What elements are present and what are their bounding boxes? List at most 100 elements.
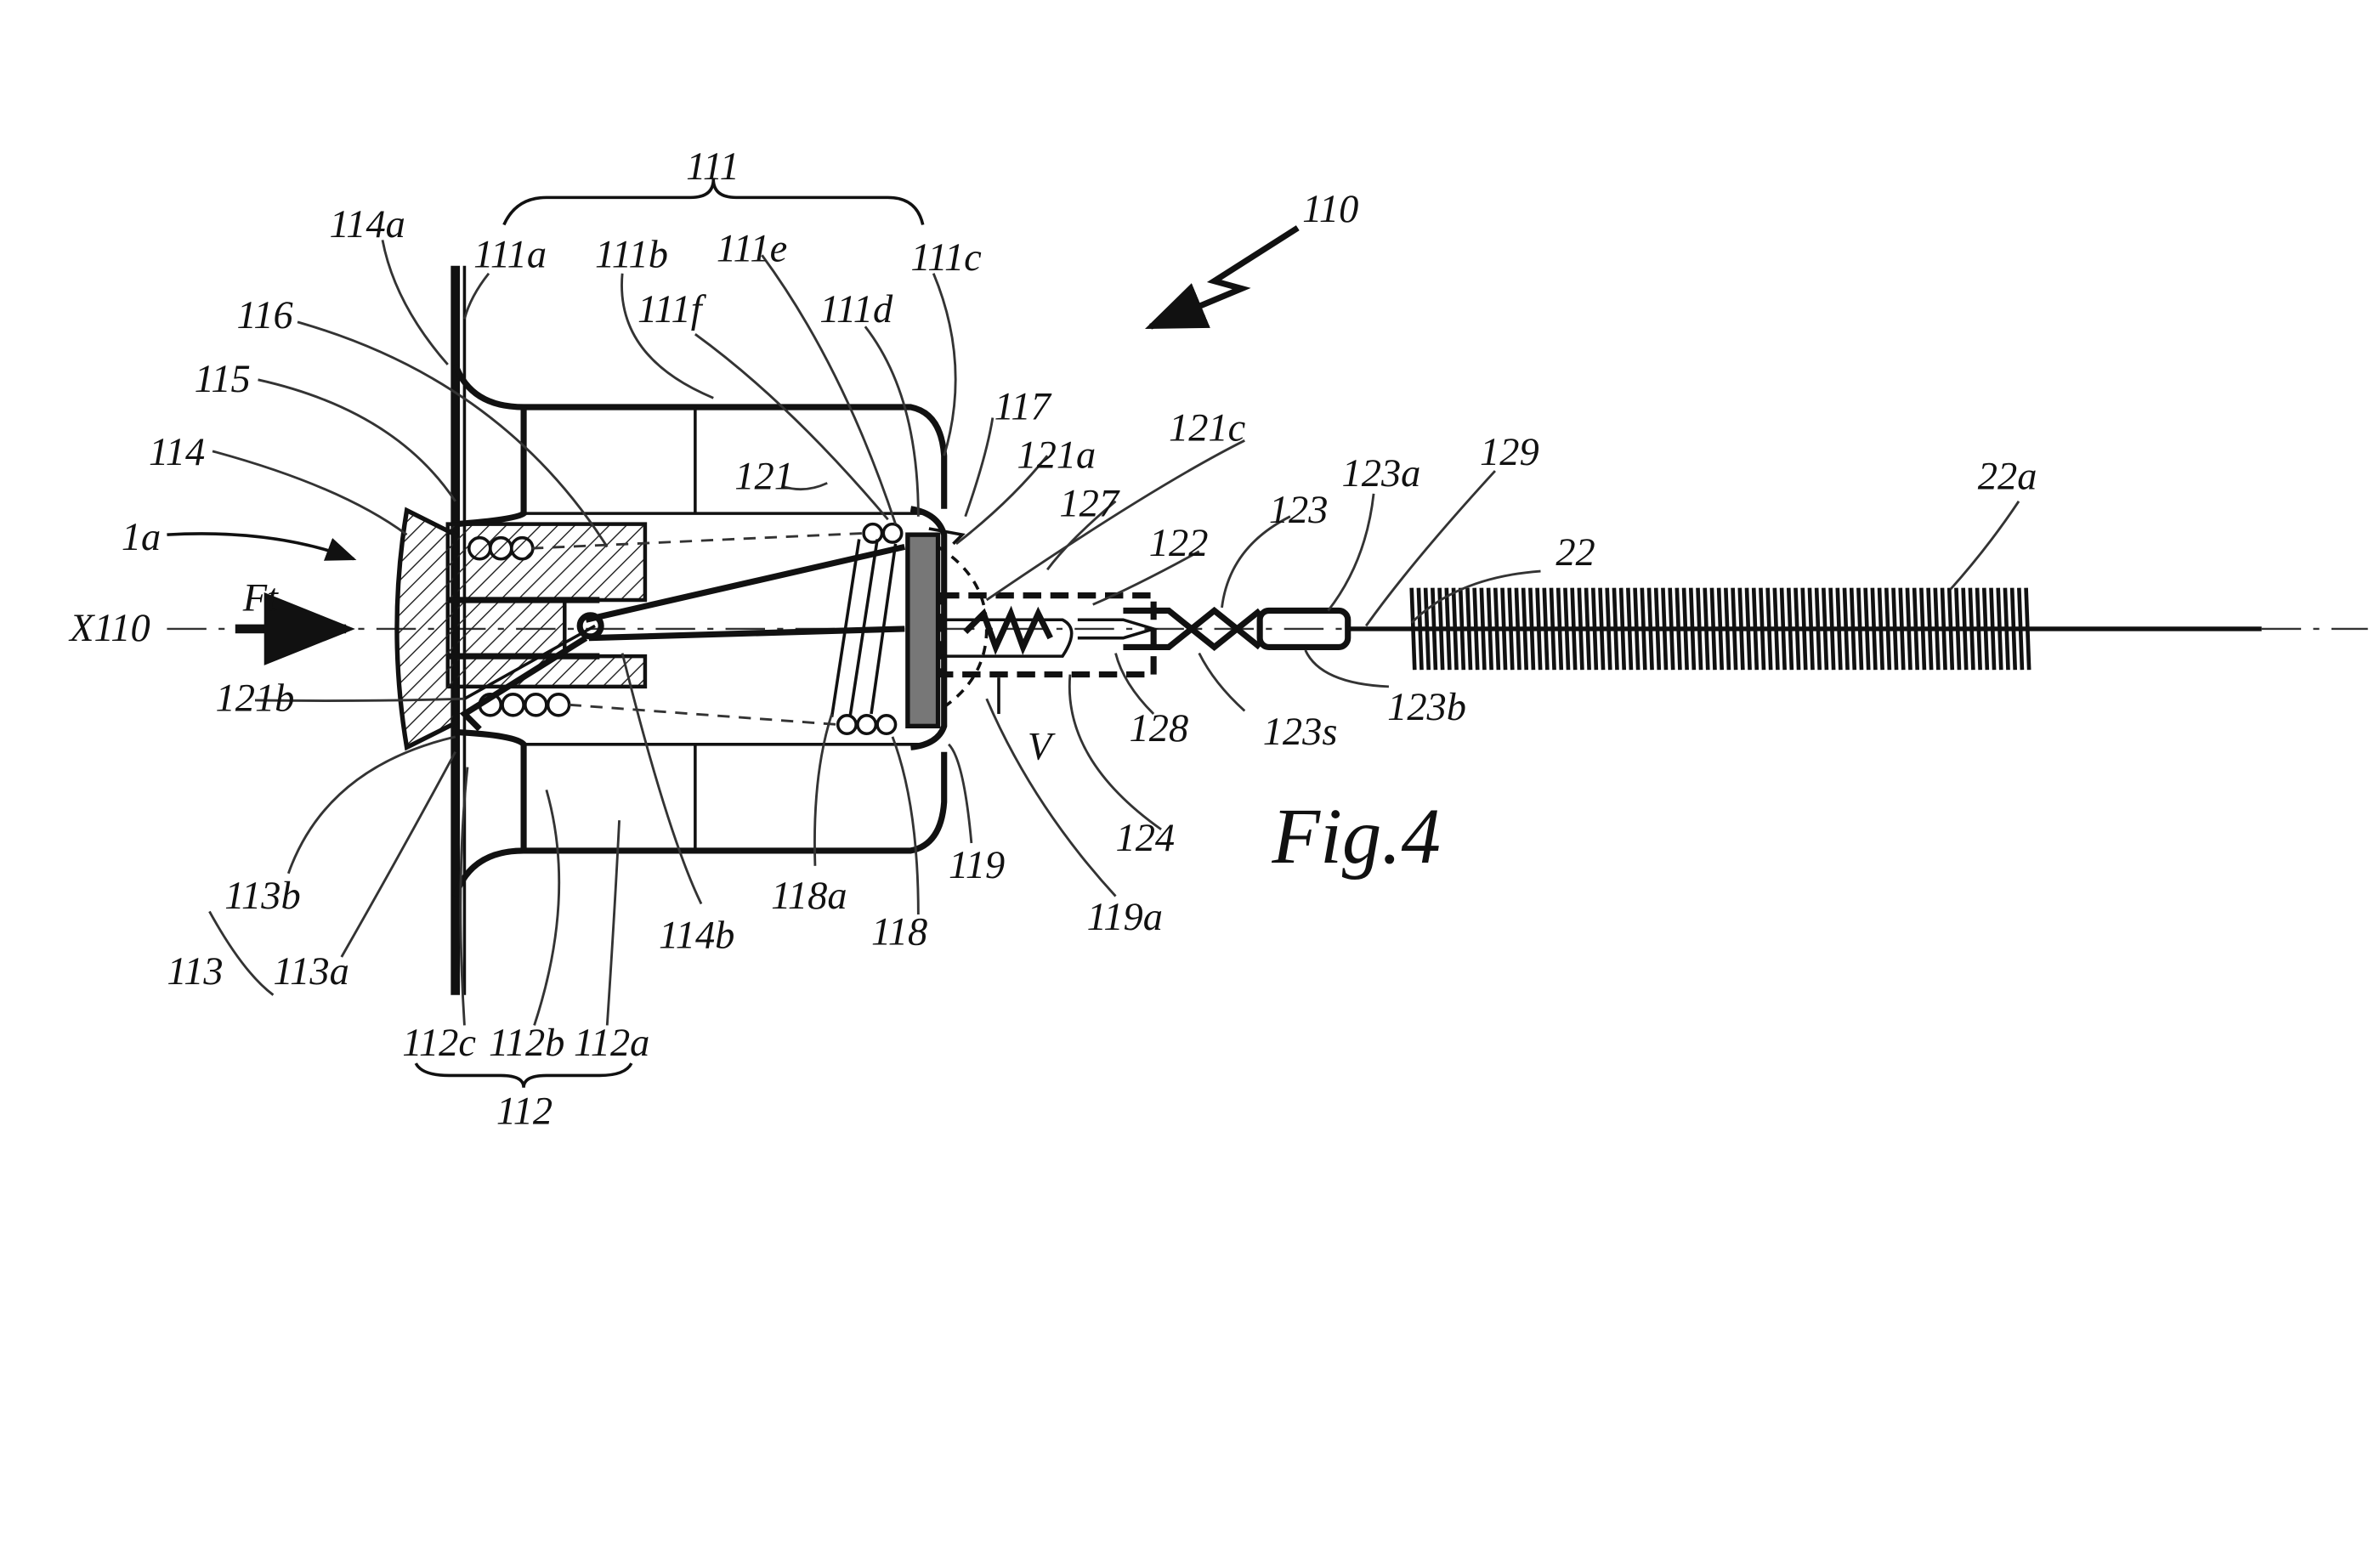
coil-turn <box>1649 588 1652 671</box>
coil-turn <box>1970 588 1974 671</box>
coil-turn <box>1984 588 1987 671</box>
coil-turn <box>2012 588 2015 671</box>
label-112a: 112a <box>574 1022 649 1065</box>
coil-turn <box>1454 588 1457 671</box>
coil-turn <box>1747 588 1750 671</box>
label-112b: 112b <box>489 1022 564 1065</box>
coil-turn <box>1447 588 1450 671</box>
coil-turn <box>1886 588 1890 671</box>
brace-112 <box>416 1063 632 1088</box>
label-111e: 111e <box>717 227 787 270</box>
label-114: 114 <box>149 431 205 474</box>
coil-turn <box>1684 588 1687 671</box>
coil-turn <box>1544 588 1548 671</box>
coil-turn <box>1579 588 1583 671</box>
label-111c: 111c <box>910 236 982 280</box>
label-113b: 113b <box>224 875 300 918</box>
connector-128 <box>941 596 1153 675</box>
label-121b: 121b <box>216 677 295 720</box>
figure-title: Fig.4 <box>1271 793 1441 880</box>
coil-turn <box>1460 588 1464 671</box>
label-127: 127 <box>1059 483 1119 526</box>
coil-turn <box>1628 588 1631 671</box>
coil-turn <box>1614 588 1618 671</box>
coil-turn <box>1635 588 1639 671</box>
label-121a: 121a <box>1017 433 1096 477</box>
label-114b: 114b <box>659 914 734 957</box>
coil-turn <box>1907 588 1911 671</box>
coil-turn <box>1838 588 1841 671</box>
coil-turn <box>1768 588 1771 671</box>
coil-turn <box>1510 588 1513 671</box>
coil-turn <box>1516 588 1520 671</box>
label-119: 119 <box>949 844 1005 887</box>
coil-turn <box>1419 588 1422 671</box>
coil-turn <box>2005 588 2009 671</box>
label-123s: 123s <box>1263 711 1338 754</box>
coil-turn <box>1949 588 1952 671</box>
label-116: 116 <box>237 294 293 337</box>
arrow-1a <box>167 534 354 559</box>
coil-turn <box>1977 588 1980 671</box>
label-111a: 111a <box>473 234 547 277</box>
coil-turn <box>1712 588 1715 671</box>
coil-turn <box>1810 588 1813 671</box>
label-118: 118 <box>871 911 927 954</box>
label-115: 115 <box>195 358 251 401</box>
coil-turn <box>1873 588 1876 671</box>
label-123b: 123b <box>1387 686 1466 729</box>
coil-turn <box>1412 588 1415 671</box>
label-112: 112 <box>496 1090 552 1134</box>
coil-turn <box>1956 588 1959 671</box>
coil-turn <box>1816 588 1820 671</box>
label-121: 121 <box>734 455 794 498</box>
coil-turn <box>1475 588 1478 671</box>
coil-turn <box>1942 588 1946 671</box>
coil-turn <box>1796 588 1799 671</box>
label-1a: 1a <box>122 516 161 559</box>
coil-turn <box>1586 588 1590 671</box>
coil-turn <box>1894 588 1897 671</box>
coil-turn <box>1425 588 1429 671</box>
coil-turn <box>1572 588 1576 671</box>
coil-circles-upper-right <box>864 524 902 542</box>
coil-turn <box>1530 588 1533 671</box>
label-124: 124 <box>1116 817 1176 860</box>
coil-22a <box>1412 588 2029 671</box>
coil-turn <box>1670 588 1674 671</box>
label-113: 113 <box>167 950 223 994</box>
label-110: 110 <box>1302 188 1358 231</box>
label-22a: 22a <box>1978 455 2037 498</box>
label-113a: 113a <box>273 950 348 994</box>
coil-turn <box>1929 588 1932 671</box>
coil-turn <box>1998 588 2002 671</box>
label-118a: 118a <box>771 875 847 918</box>
coil-turn <box>1538 588 1541 671</box>
label-117: 117 <box>994 385 1052 428</box>
coil-turn <box>1621 588 1624 671</box>
coil-turn <box>1503 588 1506 671</box>
coil-turn <box>1432 588 1436 671</box>
coil-turn <box>1467 588 1470 671</box>
coil-turn <box>1740 588 1743 671</box>
label-v: V <box>1028 726 1056 769</box>
label-111b: 111b <box>595 234 668 277</box>
coil-turn <box>1593 588 1596 671</box>
coil-turn <box>1607 588 1611 671</box>
coil-turn <box>1775 588 1778 671</box>
label-22: 22 <box>1556 531 1595 575</box>
coil-turn <box>1851 588 1855 671</box>
label-122: 122 <box>1149 522 1209 565</box>
coil-turn <box>1914 588 1918 671</box>
coil-turn <box>1663 588 1666 671</box>
coil-turn <box>1964 588 1967 671</box>
coil-turn <box>1754 588 1757 671</box>
coil-turn <box>1823 588 1827 671</box>
coil-turn <box>1551 588 1555 671</box>
coil-turn <box>1858 588 1862 671</box>
label-111f: 111f <box>638 288 707 331</box>
label-121c: 121c <box>1169 406 1246 450</box>
coil-turn <box>1844 588 1848 671</box>
coil-turn <box>1760 588 1764 671</box>
coil-turn <box>1879 588 1883 671</box>
